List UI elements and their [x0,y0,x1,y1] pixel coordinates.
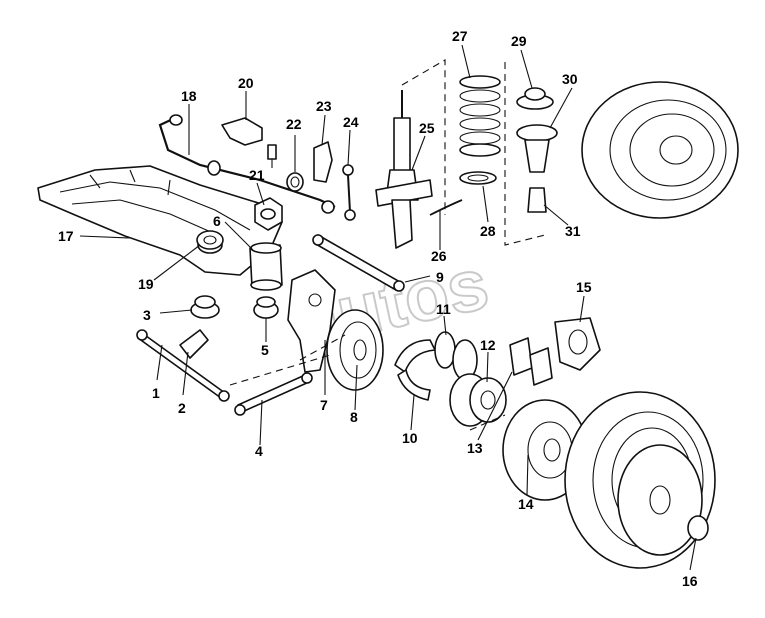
callout-14: 14 [518,496,534,512]
callout-4: 4 [255,443,263,459]
callout-5: 5 [261,342,269,358]
callout-7: 7 [320,397,328,413]
brake-hardware-11 [434,331,478,381]
bushing-22 [286,172,304,192]
rubber-stop-31 [527,187,547,213]
callout-20: 20 [238,75,254,91]
callout-29: 29 [511,33,527,49]
stabilizer-bar [158,114,336,208]
hubcap-16 [617,444,709,556]
callout-3: 3 [143,307,151,323]
spring-seat-28 [459,171,497,185]
callout-9: 9 [436,269,444,285]
trailing-arm-4 [234,372,313,416]
bushing-3 [190,295,220,319]
stabilizer-link-24 [342,164,356,221]
callout-16: 16 [682,573,698,589]
coil-spring-27 [459,75,501,157]
callout-8: 8 [350,409,358,425]
lateral-arm-1 [136,329,230,402]
callout-26: 26 [431,248,447,264]
callout-2: 2 [178,400,186,416]
mount-bushing-19 [196,230,224,250]
callout-1: 1 [152,385,160,401]
callout-21: 21 [249,167,265,183]
callout-6: 6 [213,213,221,229]
brake-pads-13 [509,337,553,386]
mount-bushing-21 [254,197,283,231]
callout-25: 25 [419,120,435,136]
callout-22: 22 [286,116,302,132]
callout-19: 19 [138,276,154,292]
callout-23: 23 [316,98,332,114]
spare-wheel [581,81,739,219]
callout-27: 27 [452,28,468,44]
brake-caliper-15 [554,317,601,371]
strut-assembly-25 [375,90,433,249]
upper-arm-9 [312,234,405,292]
callout-28: 28 [480,223,496,239]
callout-labels: 1 2 3 4 5 6 7 8 9 10 11 12 13 14 15 16 1… [58,28,698,589]
bracket-part-20 [221,117,277,168]
bracket-23 [313,141,333,183]
callout-31: 31 [565,223,581,239]
wheel-hub-12 [449,373,507,427]
mount-bushing-6 [249,242,283,291]
callout-24: 24 [343,114,359,130]
callout-10: 10 [402,430,418,446]
leader-lines [79,44,697,571]
bump-stop-30 [516,124,558,173]
callout-15: 15 [576,279,592,295]
callout-17: 17 [58,228,74,244]
callout-13: 13 [467,440,483,456]
brake-hose-26 [429,199,463,216]
callout-30: 30 [562,71,578,87]
bracket-2 [179,329,209,359]
subframe-crossmember [37,165,283,276]
brake-backing-plate-8 [326,309,384,391]
strut-top-mount-29 [516,87,554,110]
stabilizer-end-link [321,200,335,214]
callout-11: 11 [436,301,451,317]
bushing-5 [253,296,279,319]
brake-shoes-10 [394,339,436,401]
callout-18: 18 [181,88,197,104]
alignment-guides [229,59,546,431]
callout-12: 12 [480,337,496,353]
